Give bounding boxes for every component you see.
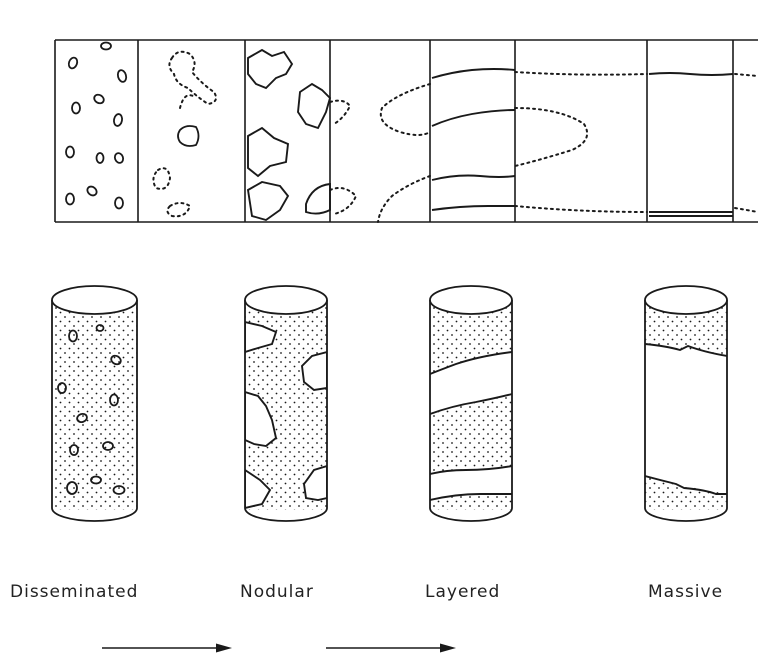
label-layered: Layered: [425, 582, 500, 602]
label-nodular: Nodular: [240, 582, 314, 602]
strip-dotted-nodules: [153, 52, 216, 217]
core-nodular: [245, 286, 327, 521]
core-massive: [645, 286, 727, 530]
arrow-right-1: [102, 644, 232, 653]
strip-dotted-layers: [515, 72, 647, 212]
strip-layer-lines: [432, 69, 515, 210]
strip-dotted-band: [330, 84, 430, 222]
strip-nodular-masses: [248, 50, 330, 220]
label-massive: Massive: [648, 582, 723, 602]
progression-arrows: [102, 644, 456, 653]
top-strip: [55, 40, 758, 222]
strip-dotted-edge: [735, 74, 758, 212]
core-layered-bands: [430, 300, 512, 530]
label-disseminated: Disseminated: [10, 582, 138, 602]
core-disseminated: [52, 286, 137, 521]
core-massive-zones: [645, 300, 727, 530]
strip-disseminated-grains: [66, 43, 127, 209]
strip-nodule-solid: [178, 126, 199, 146]
core-layered: [430, 286, 512, 530]
arrow-right-2: [326, 644, 456, 653]
strip-massive-lines: [649, 73, 733, 216]
